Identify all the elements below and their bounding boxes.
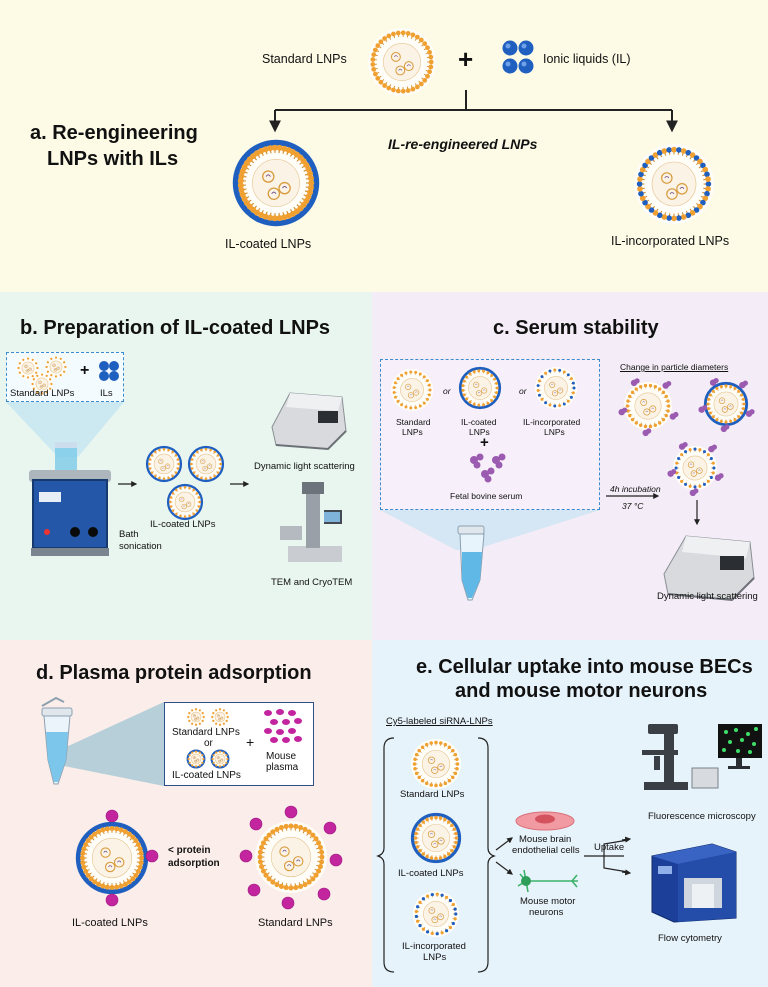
c-il-incorporated-lnp-icon bbox=[535, 367, 577, 409]
d-coated-label: IL-coated LNPs bbox=[172, 770, 241, 781]
c-il-coated-lnp-icon bbox=[458, 366, 502, 410]
bath-sonicator-icon bbox=[29, 442, 111, 556]
il-re-engineered-label: IL-re-engineered LNPs bbox=[388, 136, 538, 152]
panel-a-title-line2: LNPs with ILs bbox=[47, 148, 179, 170]
c-coated-label-2: LNPs bbox=[469, 427, 490, 437]
standard-lnp-icon bbox=[368, 28, 436, 96]
mouse-plasma-label-1: Mouse bbox=[266, 751, 297, 762]
adsorption-label-2: adsorption bbox=[168, 858, 220, 869]
uptake-label: Uptake bbox=[594, 842, 625, 853]
c-or-1: or bbox=[443, 386, 451, 396]
bracket-lines bbox=[376, 737, 632, 973]
il-incorporated-lnps-label: IL-incorporated LNPs bbox=[611, 234, 730, 248]
c-standard-label-1: Standard bbox=[396, 417, 431, 427]
standard-lnps-small-label: Standard LNPs bbox=[10, 388, 75, 399]
c-coated-label-1: IL-coated bbox=[461, 417, 497, 427]
c-eppendorf-tube-icon bbox=[457, 525, 485, 601]
tem-cryotem-label: TEM and CryoTEM bbox=[271, 577, 353, 588]
d-standard-label: Standard LNPs bbox=[172, 727, 240, 738]
mouse-plasma-label-2: plasma bbox=[266, 762, 299, 773]
tem-instrument-icon bbox=[280, 482, 342, 562]
fbs-label: Fetal bovine serum bbox=[450, 491, 523, 501]
e-incorporated-label-1: IL-incorporated bbox=[402, 941, 466, 952]
incubation-time-label: 4h incubation bbox=[610, 484, 661, 494]
e-incorporated-lnp-icon bbox=[413, 891, 459, 937]
serum-beam bbox=[380, 510, 600, 550]
panel-a-re-engineering: a. Re-engineering LNPs with ILs Standard… bbox=[0, 0, 768, 292]
standard-lnps-cluster-icon bbox=[17, 356, 67, 395]
fbs-protein-icon bbox=[470, 453, 506, 483]
neuron-label-1: Mouse motor bbox=[520, 896, 576, 907]
bath-sonication-label-1: Bath bbox=[119, 529, 139, 540]
e-coated-label: IL-coated LNPs bbox=[398, 868, 464, 879]
c-standard-label-2: LNPs bbox=[402, 427, 423, 437]
panel-c-title: c. Serum stability bbox=[493, 317, 659, 339]
c-incorporated-label-1: IL-incorporated bbox=[523, 417, 581, 427]
bath-sonication-label-2: sonication bbox=[119, 541, 162, 552]
e-coated-lnp-icon bbox=[410, 812, 462, 864]
e-standard-label: Standard LNPs bbox=[400, 789, 465, 800]
motor-neuron-icon bbox=[517, 869, 578, 893]
panel-b-preparation: b. Preparation of IL-coated LNPs + Stand… bbox=[0, 292, 372, 640]
change-diameters-label: Change in particle diameters bbox=[620, 362, 729, 372]
panel-d-plasma-adsorption: d. Plasma protein adsorption Standard LN… bbox=[0, 640, 372, 987]
sonication-beam bbox=[6, 402, 124, 457]
panel-c-serum-stability: c. Serum stability or or Standard LNPs I… bbox=[372, 292, 768, 640]
plasma-beam bbox=[64, 702, 164, 786]
branch-arrows bbox=[269, 90, 678, 133]
serum-bound-lnps-icon bbox=[618, 377, 755, 497]
flow-cytometer-icon bbox=[651, 843, 737, 923]
c-or-2: or bbox=[519, 386, 527, 396]
c-standard-lnp-icon bbox=[391, 369, 433, 411]
bec-label-1: Mouse brain bbox=[519, 834, 572, 845]
microscopy-label: Fluorescence microscopy bbox=[648, 811, 756, 822]
d-standard-lnp-protein-icon bbox=[239, 805, 343, 910]
process-arrows bbox=[118, 481, 250, 487]
incubation-temp-label: 37 °C bbox=[622, 501, 644, 511]
flow-cytometry-label: Flow cytometry bbox=[658, 933, 722, 944]
ils-icon bbox=[99, 361, 119, 381]
d-plus: + bbox=[246, 734, 255, 750]
mix-plus: + bbox=[80, 362, 90, 379]
e-standard-lnp-icon bbox=[411, 739, 461, 789]
panel-b-title: b. Preparation of IL-coated LNPs bbox=[20, 317, 331, 339]
d-bottom-coated-label: IL-coated LNPs bbox=[72, 917, 148, 929]
il-coated-lnp-icon bbox=[232, 139, 320, 227]
endothelial-cell-icon bbox=[515, 811, 575, 831]
plus-sign: + bbox=[458, 44, 474, 74]
il-incorporated-lnp-icon bbox=[634, 144, 714, 224]
adsorption-label-1: < protein bbox=[168, 845, 211, 856]
bec-label-2: endothelial cells bbox=[512, 845, 580, 856]
ionic-liquids-label: Ionic liquids (IL) bbox=[543, 52, 631, 66]
cy5-label: Cy5-labeled siRNA-LNPs bbox=[386, 716, 493, 727]
mouse-plasma-dots-icon bbox=[264, 709, 302, 743]
panel-e-title-line2: and mouse motor neurons bbox=[455, 680, 708, 702]
d-coated-lnp-protein-icon bbox=[75, 809, 159, 907]
ils-small-label: ILs bbox=[100, 388, 113, 399]
d-coated-lnps-icon bbox=[186, 749, 230, 769]
panel-a-title-line1: a. Re-engineering bbox=[30, 122, 198, 144]
neuron-label-2: neurons bbox=[529, 907, 564, 918]
il-coated-lnps-label: IL-coated LNPs bbox=[225, 237, 312, 251]
panel-e-title-line1: e. Cellular uptake into mouse BECs bbox=[416, 656, 753, 678]
incubation-arrow bbox=[606, 493, 700, 526]
c-incorporated-label-2: LNPs bbox=[544, 427, 565, 437]
d-eppendorf-tube-icon bbox=[41, 696, 73, 785]
il-coated-lnps-small-label: IL-coated LNPs bbox=[150, 519, 216, 530]
c-dls-label: Dynamic light scattering bbox=[657, 591, 758, 602]
dls-label-b: Dynamic light scattering bbox=[254, 461, 355, 472]
e-incorporated-label-2: LNPs bbox=[423, 952, 447, 963]
c-plus: + bbox=[480, 434, 489, 451]
c-dls-instrument-icon bbox=[663, 535, 755, 602]
ionic-liquid-icon bbox=[502, 40, 534, 74]
d-bottom-standard-label: Standard LNPs bbox=[258, 917, 333, 929]
dls-instrument-icon bbox=[271, 392, 347, 451]
standard-lnps-label: Standard LNPs bbox=[262, 52, 347, 66]
panel-d-title: d. Plasma protein adsorption bbox=[36, 662, 312, 684]
d-standard-lnps-icon bbox=[187, 708, 229, 726]
fluorescence-microscope-icon bbox=[642, 724, 762, 790]
d-or: or bbox=[204, 738, 213, 749]
panel-e-cellular-uptake: e. Cellular uptake into mouse BECs and m… bbox=[372, 640, 768, 987]
il-coated-lnps-cluster-icon bbox=[145, 445, 225, 521]
